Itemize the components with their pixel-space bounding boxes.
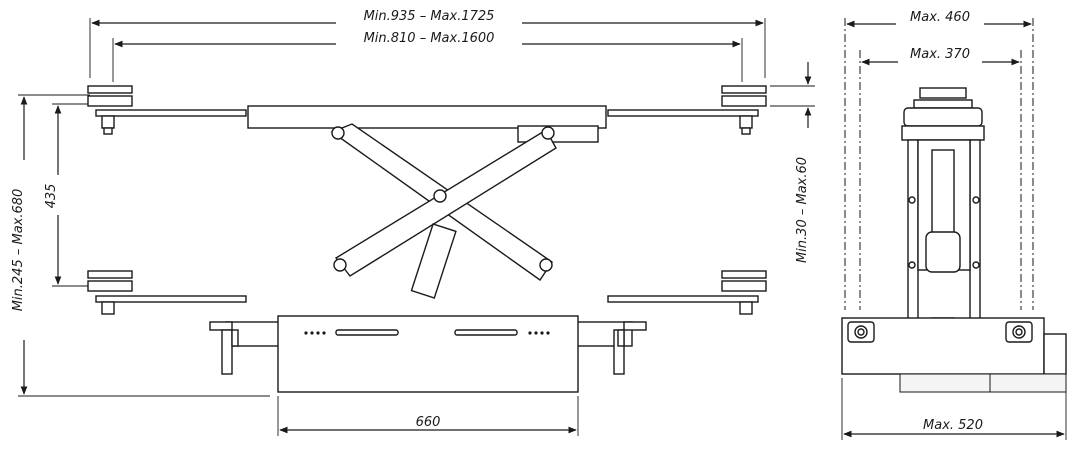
jack-base	[209, 315, 647, 393]
base-length-dimension: 660	[277, 396, 579, 436]
pad-height-label: Min.30 – Max.60	[795, 157, 810, 263]
lower-platform	[87, 270, 767, 315]
upper-platform	[87, 85, 767, 143]
side-base-label: Max. 520	[923, 418, 983, 433]
overall-width-dimension: Min.935 – Max.1725	[89, 8, 766, 78]
overall-width-label: Min.935 – Max.1725	[364, 9, 495, 24]
side-view: Max. 460 Max. 370	[841, 8, 1067, 440]
front-view: Min.935 – Max.1725 Min.810 – Max.1600 Mi…	[10, 8, 815, 436]
overall-height-label: Min.245 – Max.680	[11, 189, 26, 312]
overall-height-dimension: Min.245 – Max.680	[10, 94, 270, 397]
stroke-height-label: 435	[44, 184, 59, 209]
pad-height-dimension: Min.30 – Max.60	[770, 62, 815, 263]
side-base	[841, 317, 1067, 393]
side-outer-label: Max. 460	[910, 10, 970, 25]
arm-span-label: Min.810 – Max.1600	[364, 31, 495, 46]
side-inner-dimension: Max. 370	[859, 45, 1022, 310]
scissor-mechanism	[330, 123, 557, 299]
side-inner-label: Max. 370	[910, 47, 970, 62]
stroke-height-dimension: 435	[42, 103, 90, 287]
side-lift-body	[901, 87, 985, 347]
arm-span-dimension: Min.810 – Max.1600	[112, 29, 743, 82]
side-base-dimension: Max. 520	[841, 378, 1067, 440]
side-outer-dimension: Max. 460	[844, 8, 1034, 310]
base-length-label: 660	[416, 415, 441, 430]
